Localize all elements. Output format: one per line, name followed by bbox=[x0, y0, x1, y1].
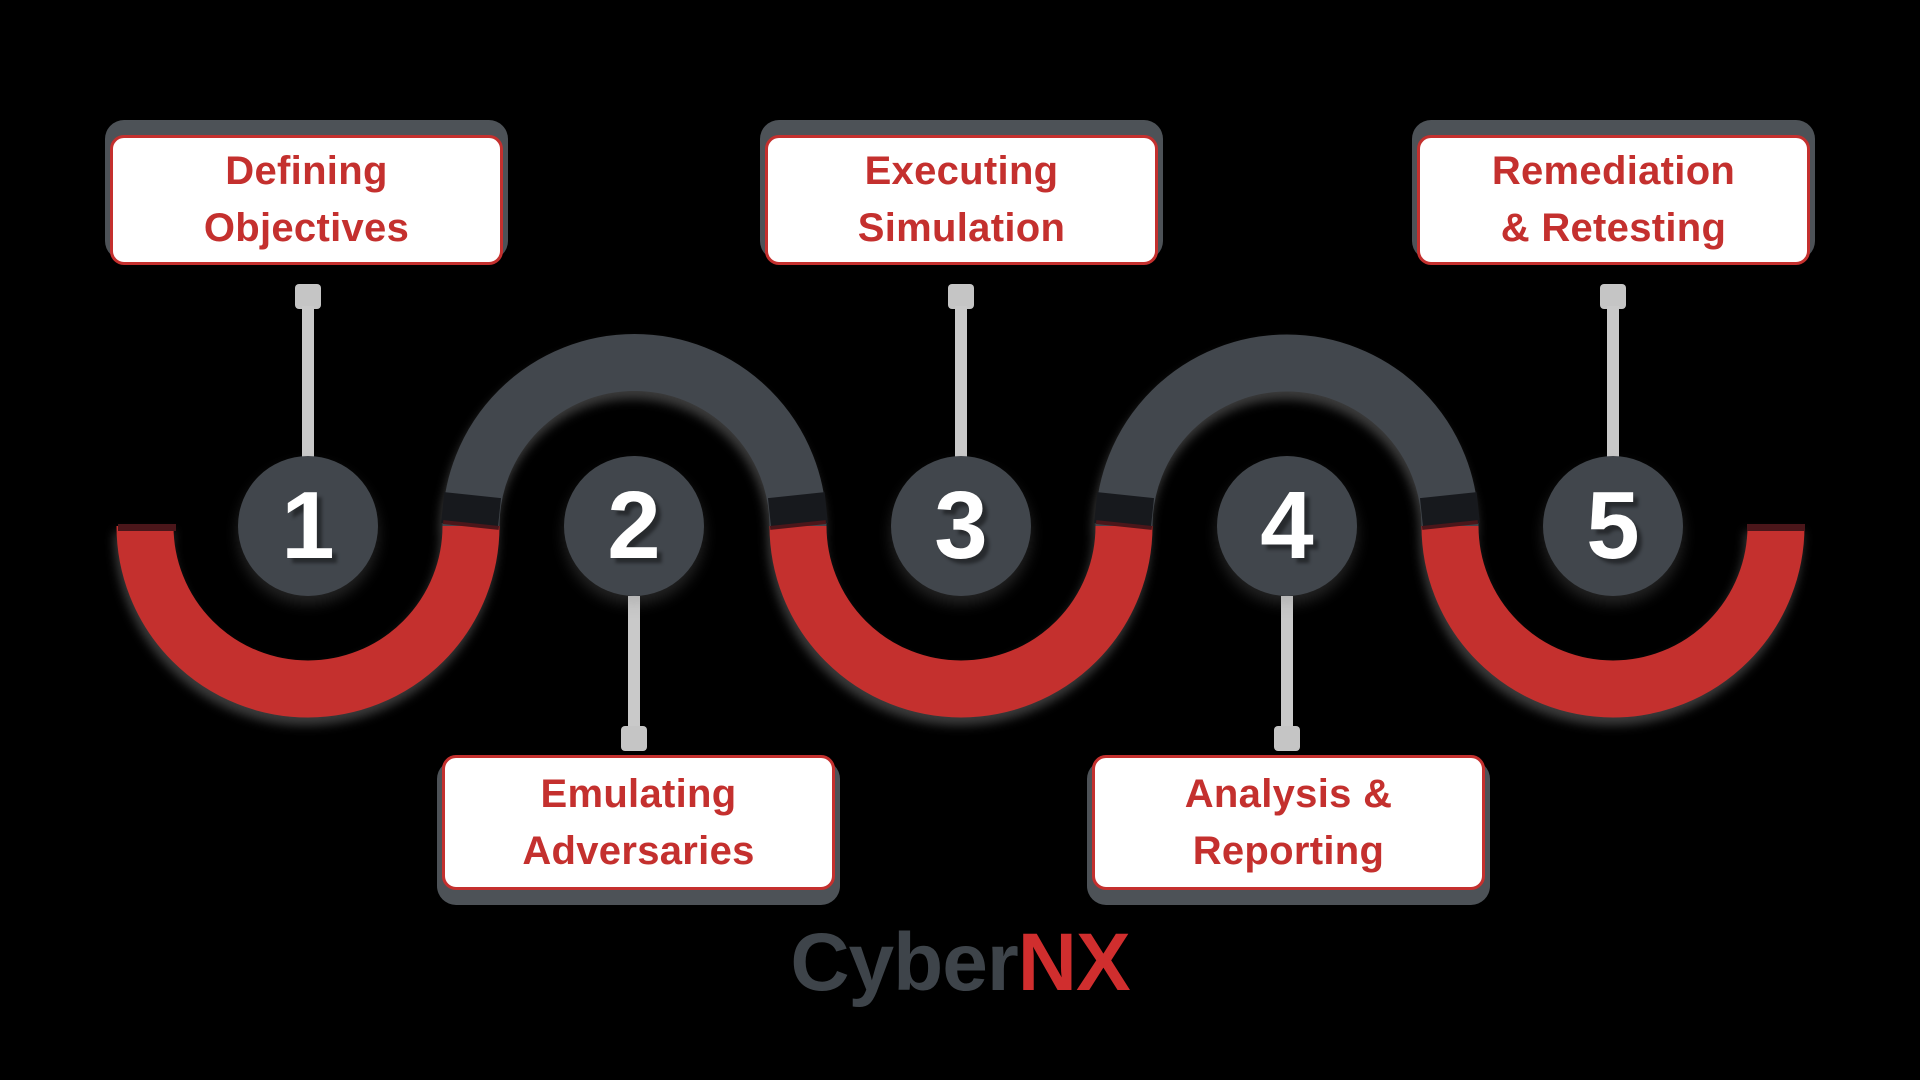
wave-maroon-cap bbox=[1421, 520, 1479, 530]
step-label-box-2: Emulating Adversaries bbox=[442, 755, 835, 890]
wave-red-arcs bbox=[116, 525, 1805, 718]
wave-maroon-cap bbox=[1747, 524, 1805, 531]
step-label-line: Analysis & bbox=[1184, 771, 1393, 816]
step-label-box-4: Analysis & Reporting bbox=[1092, 755, 1485, 890]
connector-line bbox=[1607, 306, 1619, 458]
step-number: 5 bbox=[1586, 472, 1640, 579]
wave-junction-cap bbox=[441, 492, 502, 529]
step-number: 2 bbox=[607, 472, 661, 579]
brand-logo-red-part: NX bbox=[1017, 917, 1131, 1008]
wave-junction-cap bbox=[767, 492, 828, 529]
connector-cap bbox=[948, 284, 974, 309]
step-label-line: Objectives bbox=[203, 206, 410, 250]
step-circle-5: 5 bbox=[1543, 456, 1683, 596]
wave-dark-arcs bbox=[442, 334, 1479, 527]
connector-cap bbox=[295, 284, 321, 309]
wave-maroon-cap bbox=[118, 524, 176, 531]
brand-logo-gray-part: Cyber bbox=[790, 917, 1018, 1008]
step-circle-4: 4 bbox=[1217, 456, 1357, 596]
step-circle-1: 1 bbox=[238, 456, 378, 596]
step-number: 3 bbox=[934, 472, 988, 579]
step-label-line: Adversaries bbox=[522, 828, 755, 873]
brand-logo: CyberNX bbox=[0, 922, 1920, 1004]
step-label-line: Reporting bbox=[1192, 828, 1385, 873]
step-label-box-5: Remediation & Retesting bbox=[1417, 135, 1810, 265]
connector-line bbox=[302, 306, 314, 458]
wave-junction-cap bbox=[1419, 492, 1480, 529]
wave-maroon-cap bbox=[1095, 520, 1153, 530]
step-number: 1 bbox=[281, 472, 335, 579]
step-label-line: Defining bbox=[225, 149, 388, 194]
step-number: 4 bbox=[1260, 472, 1314, 579]
connector-cap bbox=[1600, 284, 1626, 309]
wave-maroon-cap bbox=[442, 520, 500, 530]
step-label-line: Remediation bbox=[1491, 149, 1736, 194]
step-circle-3: 3 bbox=[891, 456, 1031, 596]
step-label-box-1: Defining Objectives bbox=[110, 135, 503, 265]
step-label-line: Emulating bbox=[540, 771, 737, 816]
connector-line bbox=[1281, 596, 1293, 728]
wave-junction-cap bbox=[1094, 492, 1155, 529]
connector-line bbox=[955, 306, 967, 458]
step-label-line: Executing bbox=[864, 149, 1059, 194]
step-circle-2: 2 bbox=[564, 456, 704, 596]
step-label-line: & Retesting bbox=[1500, 206, 1727, 250]
connector-line bbox=[628, 596, 640, 728]
wave-maroon-cap bbox=[769, 520, 827, 530]
connector-cap bbox=[1274, 726, 1300, 751]
step-label-box-3: Executing Simulation bbox=[765, 135, 1158, 265]
connector-cap bbox=[621, 726, 647, 751]
step-label-line: Simulation bbox=[857, 206, 1066, 250]
